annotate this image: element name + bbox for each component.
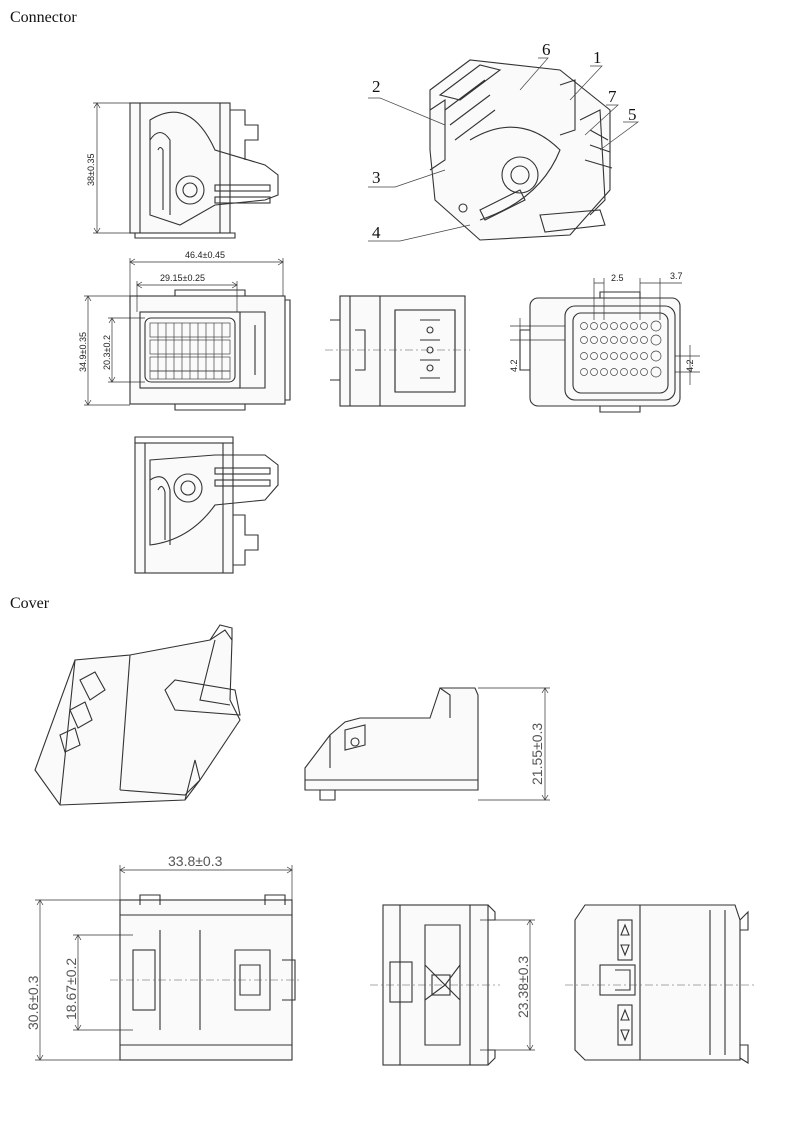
dim-pitch-b: 3.7 xyxy=(670,271,683,281)
dim-pitch-a: 2.5 xyxy=(611,273,624,283)
dim-overall-height: 34.9±0.35 xyxy=(78,332,88,372)
connector-top-view xyxy=(325,295,470,407)
dim-cover-top-width: 33.8±0.3 xyxy=(168,853,223,869)
connector-section-title: Connector xyxy=(10,9,77,26)
connector-side-view: 38±0.35 xyxy=(86,102,279,239)
dim-inner-width: 29.15±0.25 xyxy=(160,273,205,283)
callout-4: 4 xyxy=(372,223,381,242)
cover-section-title: Cover xyxy=(10,595,50,612)
dim-cover-side-height: 21.55±0.3 xyxy=(529,723,545,785)
callout-2: 2 xyxy=(372,77,381,96)
connector-bottom-view xyxy=(134,436,279,574)
connector-rear-view: 2.5 3.7 4.2 4.2 xyxy=(509,271,700,413)
dim-inner-height: 20.3±0.2 xyxy=(102,335,112,370)
pin-grid-rear xyxy=(580,320,662,378)
dim-cover-outer-height: 30.6±0.3 xyxy=(25,975,41,1030)
dim-cover-end-height: 23.38±0.3 xyxy=(515,956,531,1018)
dim-row-right: 4.2 xyxy=(685,359,695,372)
callout-5: 5 xyxy=(628,105,637,124)
dim-overall-width: 46.4±0.45 xyxy=(185,250,225,260)
dim-cover-inner-height: 18.67±0.2 xyxy=(63,958,79,1020)
cover-side-view: 21.55±0.3 xyxy=(304,687,550,801)
cover-iso-view xyxy=(34,624,241,806)
callout-3: 3 xyxy=(372,168,381,187)
callout-7: 7 xyxy=(608,87,617,106)
cover-rear-view xyxy=(565,904,755,1064)
dim-height-side: 38±0.35 xyxy=(86,154,96,186)
callout-1: 1 xyxy=(593,48,602,67)
pin-grid-front xyxy=(149,322,231,380)
callout-6: 6 xyxy=(542,40,551,59)
connector-front-view: 46.4±0.45 29.15±0.25 34.9±0.35 20.3±0.2 xyxy=(78,250,291,411)
connector-iso-view: 2 3 4 6 1 7 5 xyxy=(368,40,640,242)
cover-top-view: 33.8±0.3 30.6±0.3 18.67±0.2 xyxy=(25,853,300,1061)
dim-row-left: 4.2 xyxy=(509,359,519,372)
cover-end-view: 23.38±0.3 xyxy=(370,904,535,1066)
